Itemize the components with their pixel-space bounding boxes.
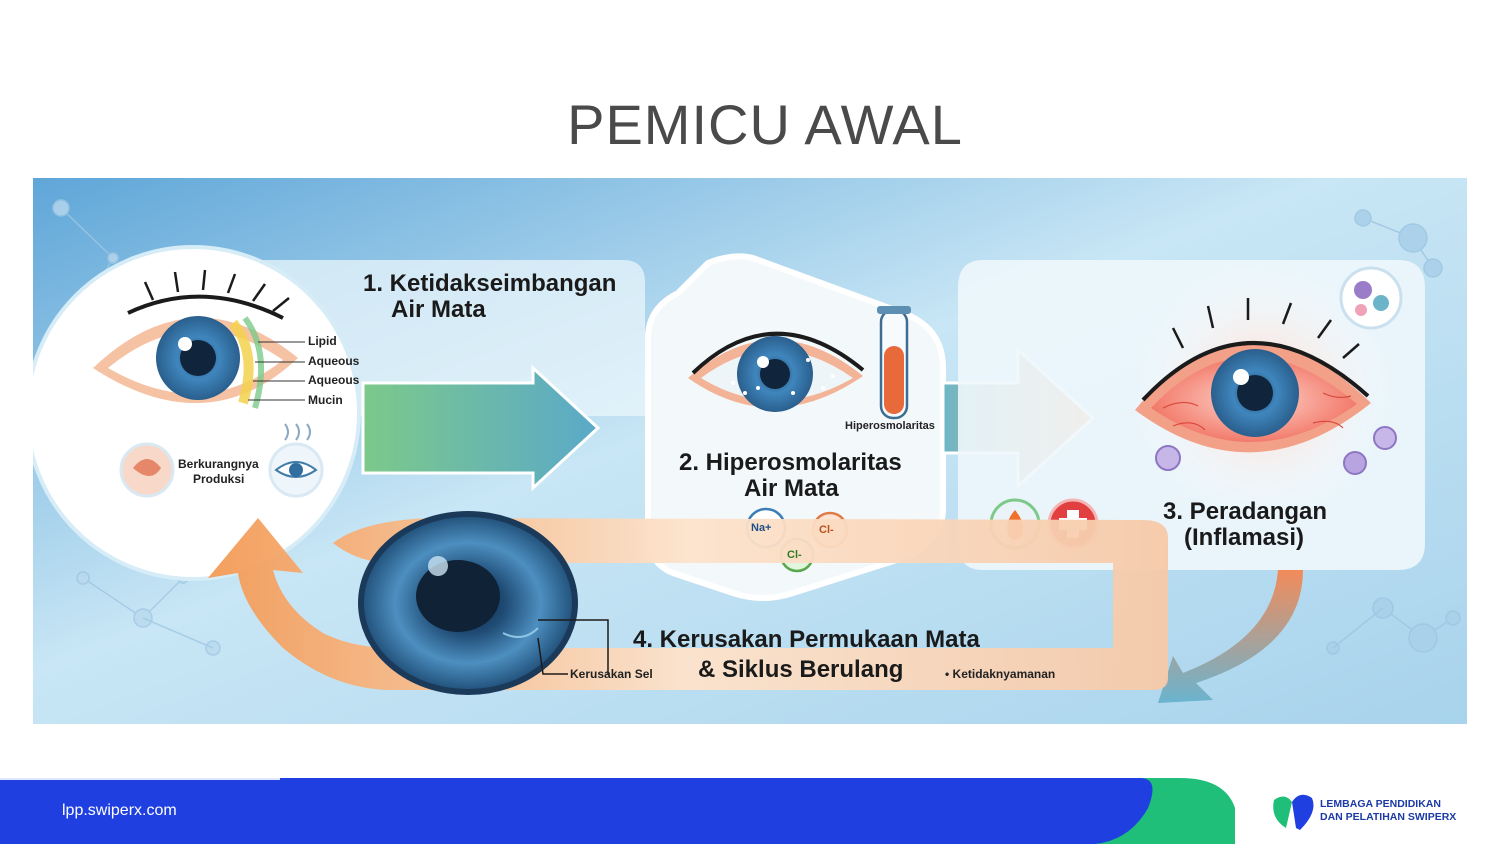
- immune-cells-magnified-icon: [1339, 266, 1403, 330]
- test-tube-icon: [877, 306, 911, 420]
- tear-layer-lipid: Lipid: [308, 334, 337, 348]
- immune-cell-icon-3: [1343, 451, 1367, 475]
- org-name: LEMBAGA PENDIDIKAN DAN PELATIHAN SWIPERX: [1320, 798, 1456, 824]
- step1-title-line1: 1. Ketidakseimbangan: [363, 270, 617, 297]
- cell-damage-label: Kerusakan Sel: [570, 667, 653, 681]
- sodium-ion-label: Na+: [751, 522, 772, 534]
- reduced-production-line2: Produksi: [193, 472, 245, 486]
- hyperosmolar-eye-illustration: [688, 331, 865, 412]
- discomfort-label: Ketidaknyamanan: [952, 667, 1056, 681]
- step4-title-line1: 4. Kerusakan Permukaan Mata: [633, 626, 980, 653]
- tear-layer-aqueous-1: Aqueous: [308, 354, 360, 368]
- step1-title-line2: Air Mata: [391, 296, 486, 323]
- footer-url[interactable]: lpp.swiperx.com: [62, 802, 177, 819]
- org-name-line1: LEMBAGA PENDIDIKAN: [1320, 798, 1441, 810]
- tube-label: Hiperosmolaritas: [845, 420, 935, 432]
- step4-title-line2: & Siklus Berulang: [698, 656, 904, 683]
- swiperx-logo-icon: [1273, 794, 1314, 830]
- immune-cell-icon-1: [1155, 445, 1181, 471]
- footer-bar: [0, 778, 1314, 844]
- dry-eye-cycle-diagram: 1. Ketidakseimbangan Air Mata Lipid Aque…: [33, 178, 1467, 724]
- step2-title-line1: 2. Hiperosmolaritas: [679, 449, 902, 476]
- step3-title-line1: 3. Peradangan: [1163, 498, 1328, 525]
- reduced-production-line1: Berkurangnya: [178, 457, 259, 471]
- step3-title-line2: (Inflamasi): [1184, 524, 1305, 551]
- arrow-step1-to-step2: [361, 364, 601, 492]
- tear-layer-mucin: Mucin: [308, 393, 343, 407]
- damaged-surface-eye-illustration: [358, 511, 578, 695]
- diagram-canvas: [33, 178, 1467, 724]
- arrow-step3-to-step4: [1158, 570, 1303, 703]
- discomfort-bullet: • Ketidaknyamanan: [945, 667, 1056, 681]
- slide-title: PEMICU AWAL: [567, 93, 963, 156]
- org-name-line2: DAN PELATIHAN SWIPERX: [1320, 811, 1457, 823]
- immune-cell-icon-2: [1373, 426, 1397, 450]
- inflamed-eye-illustration: [1135, 298, 1371, 453]
- molecule-decoration-right: [1326, 209, 1461, 655]
- step2-title-line2: Air Mata: [744, 475, 839, 502]
- chloride-ion-label-1: Cl-: [819, 524, 834, 536]
- chloride-ion-label-2: Cl-: [787, 549, 802, 561]
- tear-layer-aqueous-2: Aqueous: [308, 373, 360, 387]
- normal-eye-illustration: [93, 269, 305, 409]
- step1-circle: [33, 245, 361, 581]
